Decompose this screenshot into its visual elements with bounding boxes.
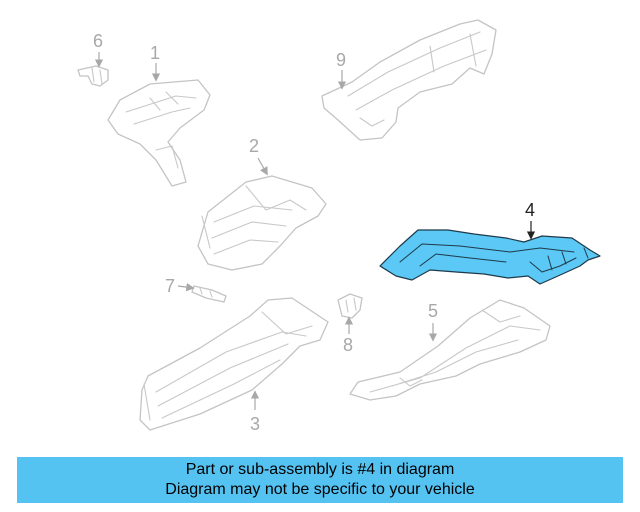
part-number-1: 1 — [150, 43, 160, 63]
callout-4: 4 — [525, 200, 536, 240]
part-number-3: 3 — [250, 414, 260, 434]
parts-diagram: 6 1 9 2 7 8 — [77, 19, 601, 434]
part-6-clip[interactable] — [77, 65, 109, 87]
callout-3: 3 — [250, 390, 260, 434]
banner-line-2: Diagram may not be specific to your vehi… — [165, 481, 475, 498]
banner-line-1: Part or sub-assembly is #4 in diagram — [185, 461, 455, 478]
part-number-8: 8 — [343, 335, 353, 355]
info-banner: Part or sub-assembly is #4 in diagram Di… — [17, 457, 623, 503]
callout-9: 9 — [336, 50, 347, 90]
callout-1: 1 — [150, 43, 161, 82]
part-9-rail-shield[interactable] — [321, 19, 497, 141]
part-number-9: 9 — [336, 50, 346, 70]
callout-8: 8 — [343, 316, 354, 355]
part-3-large-shield[interactable] — [139, 297, 329, 431]
part-number-7: 7 — [165, 276, 175, 296]
callout-6: 6 — [93, 31, 104, 68]
part-number-4: 4 — [525, 200, 535, 220]
part-8-bracket[interactable] — [337, 293, 363, 319]
part-5-long-shield[interactable] — [349, 299, 551, 401]
callout-2: 2 — [249, 136, 268, 176]
part-number-2: 2 — [249, 136, 259, 156]
part-4-body — [379, 229, 601, 285]
part-number-5: 5 — [428, 301, 438, 321]
callout-7: 7 — [165, 276, 195, 296]
part-4-highlighted-shield[interactable] — [379, 229, 601, 285]
part-2-shield[interactable] — [197, 175, 327, 271]
part-1-shield[interactable] — [107, 79, 211, 187]
part-7-bracket[interactable] — [191, 285, 227, 303]
callout-5: 5 — [428, 301, 438, 342]
part-number-6: 6 — [93, 31, 103, 51]
